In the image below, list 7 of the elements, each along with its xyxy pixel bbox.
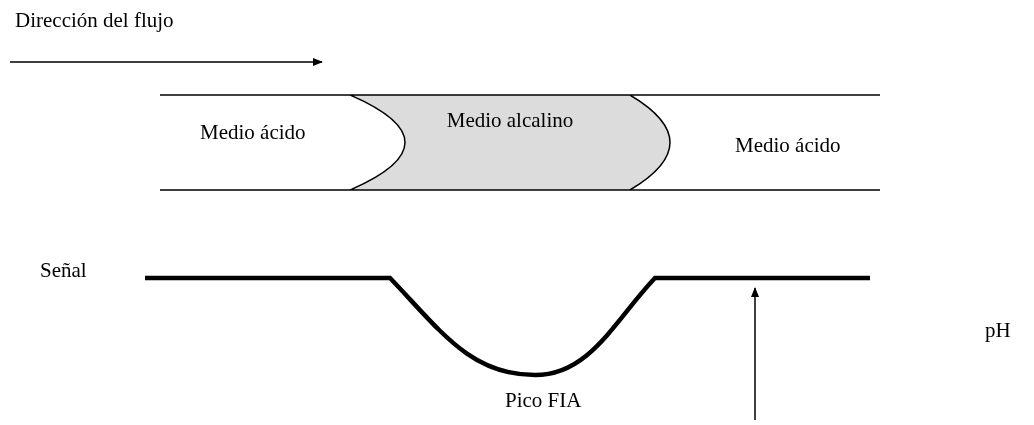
flow-direction-label: Dirección del flujo bbox=[15, 8, 174, 34]
medium-label: Medio ácido bbox=[200, 120, 306, 146]
signal-label: Señal bbox=[40, 258, 87, 284]
plug-label: Medio alcalino bbox=[445, 107, 575, 134]
medium-label: Medio ácido bbox=[735, 133, 841, 159]
axis-label: pH bbox=[985, 318, 1011, 344]
peak-label: Pico FIA bbox=[505, 388, 582, 414]
